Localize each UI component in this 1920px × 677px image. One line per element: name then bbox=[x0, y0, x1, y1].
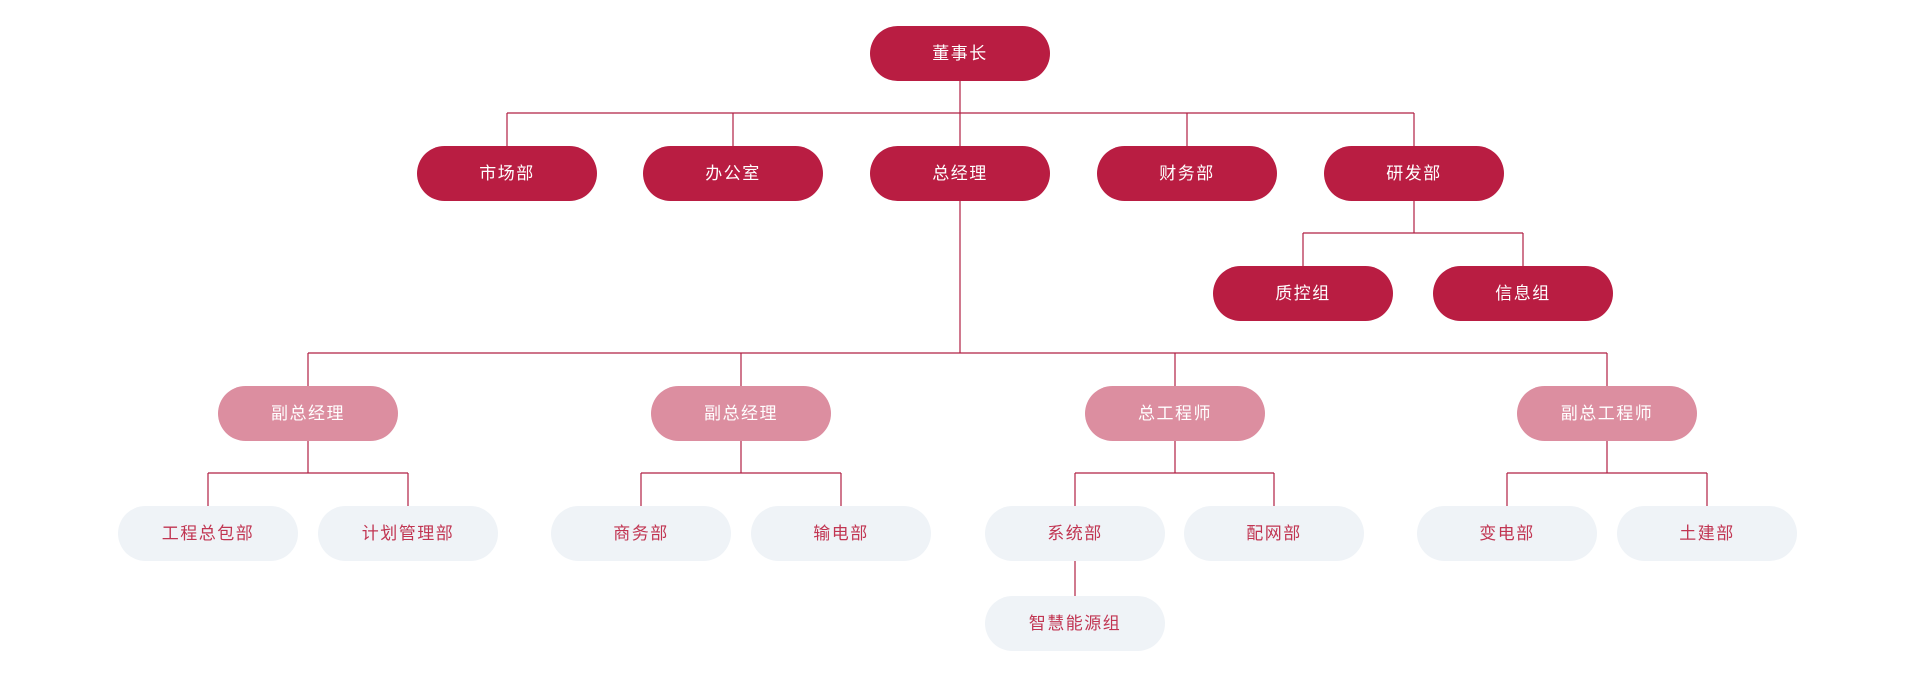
node-finance-dept[interactable]: 财务部 bbox=[1097, 146, 1277, 201]
node-system-dept[interactable]: 系统部 bbox=[985, 506, 1165, 561]
node-label: 信息组 bbox=[1495, 284, 1551, 303]
node-label: 副总工程师 bbox=[1560, 404, 1654, 423]
node-deputy-chief-engineer[interactable]: 副总工程师 bbox=[1517, 386, 1697, 441]
node-label: 商务部 bbox=[613, 524, 669, 543]
node-label: 副总经理 bbox=[704, 404, 778, 423]
node-chief-engineer[interactable]: 总工程师 bbox=[1085, 386, 1265, 441]
node-label: 输电部 bbox=[813, 524, 869, 543]
node-label: 总经理 bbox=[932, 164, 988, 183]
node-label: 变电部 bbox=[1479, 524, 1535, 543]
node-deputy-gm-1[interactable]: 副总经理 bbox=[218, 386, 398, 441]
node-label: 工程总包部 bbox=[161, 524, 255, 543]
node-label: 董事长 bbox=[932, 44, 988, 63]
node-deputy-gm-2[interactable]: 副总经理 bbox=[651, 386, 831, 441]
connector-rd-children bbox=[1302, 201, 1524, 266]
node-civil-dept[interactable]: 土建部 bbox=[1617, 506, 1797, 561]
node-general-manager[interactable]: 总经理 bbox=[870, 146, 1050, 201]
node-label: 系统部 bbox=[1047, 524, 1103, 543]
node-label: 土建部 bbox=[1679, 524, 1735, 543]
node-smart-energy-group[interactable]: 智慧能源组 bbox=[985, 596, 1165, 651]
node-planning-dept[interactable]: 计划管理部 bbox=[318, 506, 498, 561]
node-label: 研发部 bbox=[1386, 164, 1442, 183]
connector-deputy-gm1-children bbox=[207, 441, 409, 506]
node-info-group[interactable]: 信息组 bbox=[1433, 266, 1613, 321]
node-commerce-dept[interactable]: 商务部 bbox=[551, 506, 731, 561]
node-label: 办公室 bbox=[705, 164, 761, 183]
node-chairman[interactable]: 董事长 bbox=[870, 26, 1050, 81]
node-label: 副总经理 bbox=[271, 404, 345, 423]
node-distribution-dept[interactable]: 配网部 bbox=[1184, 506, 1364, 561]
connector-gm-children bbox=[307, 201, 1608, 386]
connector-chief-engineer-children bbox=[1074, 441, 1275, 506]
node-marketing-dept[interactable]: 市场部 bbox=[417, 146, 597, 201]
node-label: 质控组 bbox=[1275, 284, 1331, 303]
node-label: 市场部 bbox=[479, 164, 535, 183]
node-transmission-dept[interactable]: 输电部 bbox=[751, 506, 931, 561]
node-label: 智慧能源组 bbox=[1028, 614, 1122, 633]
node-label: 计划管理部 bbox=[361, 524, 455, 543]
connector-chairman-children bbox=[506, 81, 1415, 146]
node-label: 财务部 bbox=[1159, 164, 1215, 183]
node-label: 总工程师 bbox=[1138, 404, 1212, 423]
node-substation-dept[interactable]: 变电部 bbox=[1417, 506, 1597, 561]
node-label: 配网部 bbox=[1246, 524, 1302, 543]
node-office[interactable]: 办公室 bbox=[643, 146, 823, 201]
connector-deputy-gm2-children bbox=[640, 441, 842, 506]
node-qc-group[interactable]: 质控组 bbox=[1213, 266, 1393, 321]
node-epc-dept[interactable]: 工程总包部 bbox=[118, 506, 298, 561]
connector-deputy-chief-children bbox=[1506, 441, 1708, 506]
node-rd-dept[interactable]: 研发部 bbox=[1324, 146, 1504, 201]
